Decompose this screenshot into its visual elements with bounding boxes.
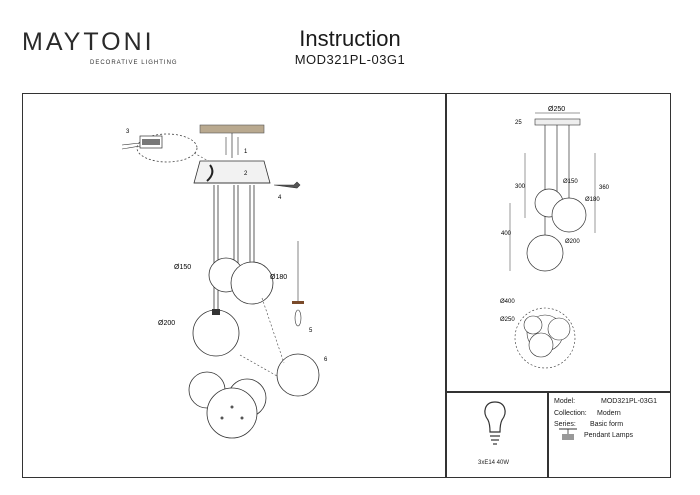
assembly-panel (22, 93, 447, 478)
bulb-panel (445, 391, 549, 478)
callout-6: 6 (324, 357, 328, 363)
spec-drawing: Ø250 25 300 360 400 Ø150 Ø180 Ø200 Ø400 … (500, 106, 610, 369)
brand-subtitle: DECORATIVE LIGHTING (90, 60, 178, 66)
type-value: Pendant Lamps (584, 432, 634, 439)
dim-180: Ø180 (270, 274, 287, 281)
spec-h400: 400 (501, 231, 512, 237)
spec-d400: Ø400 (500, 299, 515, 305)
lamp-spec: 3xE14 40W (478, 460, 510, 466)
spec-h300: 300 (515, 184, 526, 190)
globe-180 (230, 261, 274, 305)
spec-d250-bottom: Ø250 (500, 317, 515, 323)
callout-5: 5 (309, 328, 313, 334)
callout-2: 2 (244, 171, 248, 177)
canopy (193, 160, 271, 184)
globe-loose (276, 353, 320, 397)
assembly-drawing: 3 1 2 4 5 6 Ø150 Ø180 Ø200 (121, 124, 328, 439)
ceiling-plate (199, 124, 265, 134)
callout-3: 3 (126, 129, 130, 135)
collection-value: Modern (597, 410, 621, 417)
bulb-icon (484, 401, 506, 445)
model-code: MOD321PL-03G1 (294, 52, 406, 67)
spec-d250-top: Ø250 (548, 106, 565, 113)
collection-label: Collection: (554, 410, 587, 417)
dim-150: Ø150 (174, 264, 191, 271)
detail-zoom-circle (136, 133, 198, 163)
model-label: Model: (554, 398, 576, 405)
spec-d200: Ø200 (565, 239, 580, 245)
spec-d180: Ø180 (585, 197, 600, 203)
pendant-lamp-icon (559, 428, 577, 440)
spec-panel (445, 93, 671, 393)
globe-200 (192, 309, 240, 357)
model-value: MOD321PL-03G1 (601, 398, 658, 405)
dim-200: Ø200 (158, 320, 175, 327)
callout-4: 4 (278, 195, 282, 201)
spec-d150: Ø150 (563, 179, 578, 185)
info-panel (547, 391, 671, 478)
series-label: Series: (554, 421, 576, 428)
brand-logo: MAYTONI (22, 28, 155, 56)
screw (273, 181, 301, 189)
spec-h25: 25 (515, 120, 522, 126)
series-value: Basic form (590, 421, 624, 428)
callout-1: 1 (244, 149, 248, 155)
page-title: Instruction (299, 26, 401, 51)
spec-h360: 360 (599, 185, 610, 191)
